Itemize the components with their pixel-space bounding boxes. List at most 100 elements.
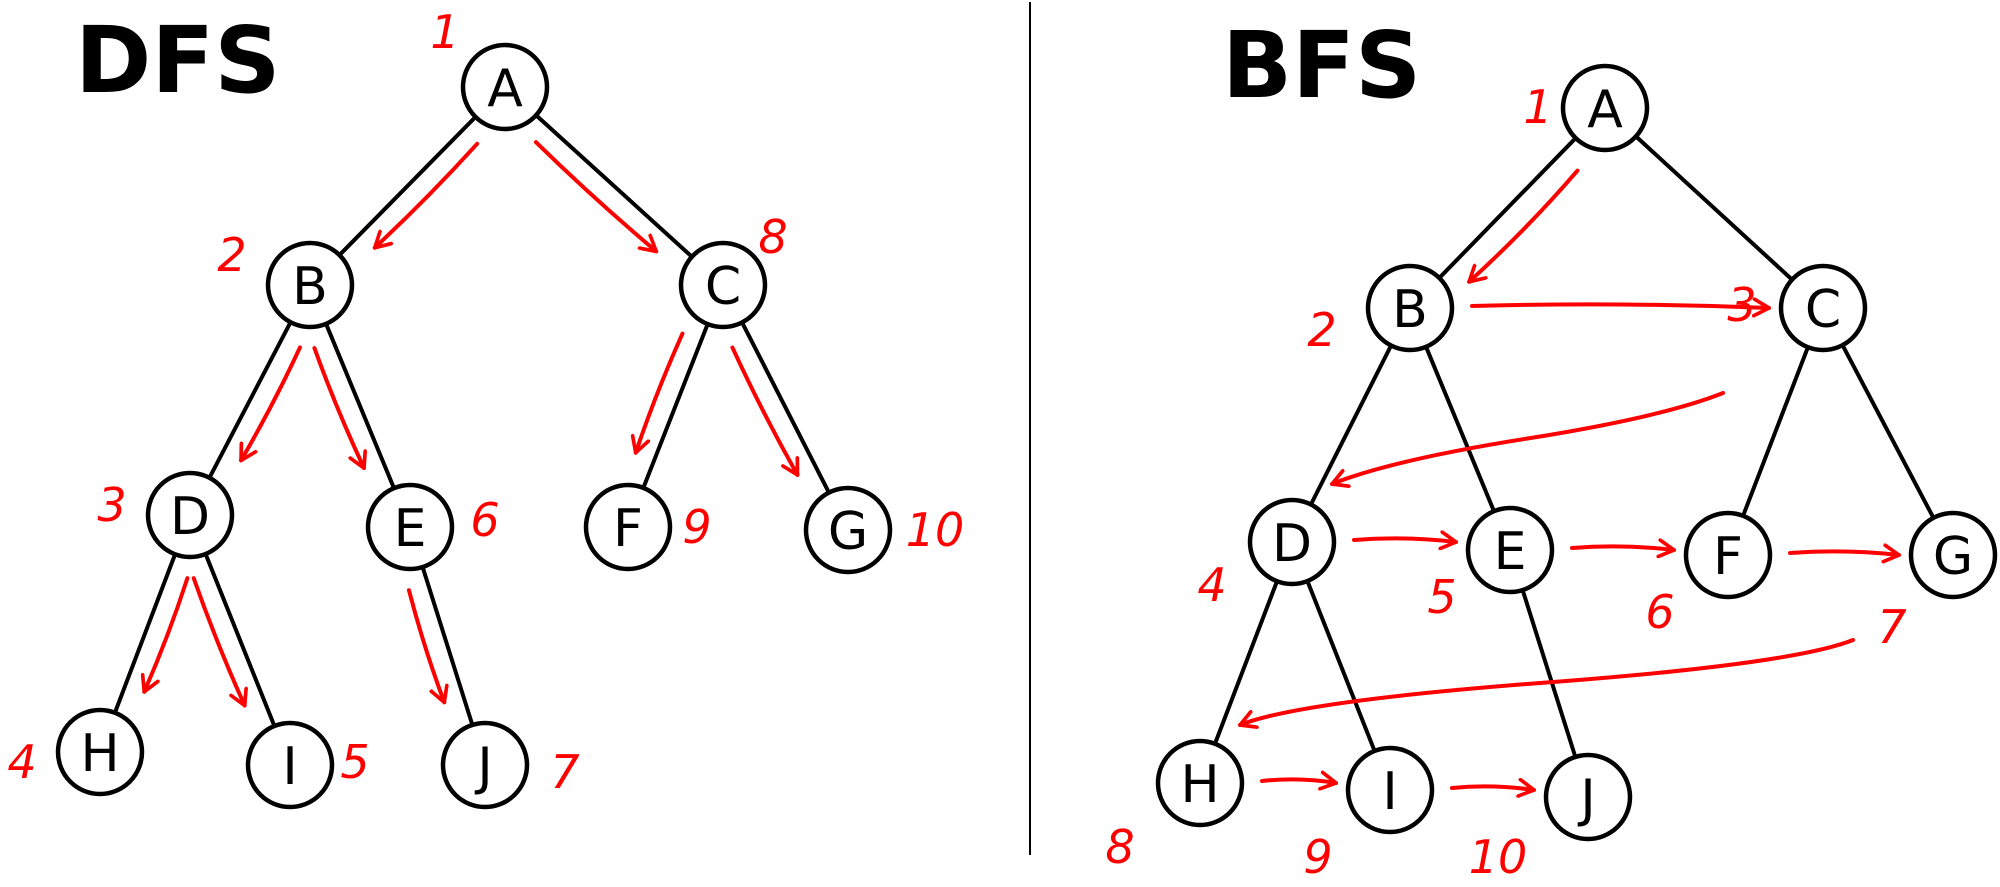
dfs-order-f: 9 xyxy=(682,500,711,554)
dfs-node-label-f: F xyxy=(613,499,643,559)
dfs-node-label-i: I xyxy=(282,737,297,797)
bfs-node-label-g: G xyxy=(1933,527,1973,587)
dfs-nodes: A B C D E F G H I J xyxy=(55,42,893,810)
bfs-order-g: 7 xyxy=(1877,600,1906,654)
bfs-edge-e-j xyxy=(1520,588,1578,759)
dfs-edges xyxy=(112,113,831,729)
bfs-node-circle-c xyxy=(1778,263,1868,353)
dfs-arrow-d-to-i xyxy=(191,576,245,708)
dfs-order-b: 2 xyxy=(217,228,246,282)
bfs-edge-a-c xyxy=(1633,134,1795,282)
bfs-node-label-e: E xyxy=(1494,522,1527,582)
dfs-node-circle-f xyxy=(583,482,673,572)
bfs-node-label-i: I xyxy=(1382,762,1397,822)
dfs-edge-c-f xyxy=(641,322,710,490)
dfs-node-j: J xyxy=(440,720,530,810)
bfs-edge-c-f xyxy=(1741,345,1810,518)
dfs-arrow-a-to-b xyxy=(372,141,480,250)
dfs-node-label-d: D xyxy=(170,487,210,547)
dfs-node-circle-j xyxy=(440,720,530,810)
dfs-node-i: I xyxy=(245,720,335,810)
bfs-node-label-j: J xyxy=(1577,769,1595,829)
bfs-node-h: H xyxy=(1155,738,1245,828)
bfs-traversal-arrows xyxy=(1238,168,1901,790)
bfs-node-label-b: B xyxy=(1392,280,1428,340)
bfs-node-f: F xyxy=(1683,510,1773,600)
bfs-edge-d-h xyxy=(1212,579,1280,746)
bfs-node-circle-j xyxy=(1543,752,1633,842)
dfs-node-circle-e xyxy=(365,482,455,572)
bfs-edge-b-d xyxy=(1308,343,1394,507)
bfs-edge-d-i xyxy=(1305,579,1377,753)
bfs-arrow-i-to-j xyxy=(1450,786,1536,790)
dfs-node-circle-i xyxy=(245,720,335,810)
bfs-edge-b-e xyxy=(1424,344,1496,514)
dfs-edge-a-c xyxy=(534,113,694,259)
dfs-node-e: E xyxy=(365,482,455,572)
dfs-arrow-e-to-j xyxy=(406,588,444,705)
dfs-node-label-j: J xyxy=(474,737,492,797)
bfs-node-b: B xyxy=(1365,263,1455,353)
bfs-arrow-c-to-d xyxy=(1330,391,1725,484)
dfs-node-a: A xyxy=(460,42,550,132)
dfs-arrow-c-to-f xyxy=(636,331,685,455)
dfs-arrow-b-to-e xyxy=(312,346,364,471)
dfs-order-e: 6 xyxy=(470,493,499,547)
dfs-node-b: B xyxy=(265,240,355,330)
bfs-node-circle-b xyxy=(1365,263,1455,353)
dfs-title: DFS xyxy=(75,7,280,114)
dfs-order-a: 1 xyxy=(430,5,459,59)
dfs-node-f: F xyxy=(583,482,673,572)
bfs-node-circle-h xyxy=(1155,738,1245,828)
bfs-arrow-f-to-g xyxy=(1788,551,1901,555)
bfs-node-circle-a xyxy=(1560,63,1650,153)
bfs-order-i: 9 xyxy=(1303,830,1332,884)
dfs-order-j: 7 xyxy=(550,745,579,799)
bfs-node-e: E xyxy=(1465,505,1555,595)
bfs-order-d: 4 xyxy=(1197,558,1226,612)
dfs-order-g: 10 xyxy=(906,503,965,557)
dfs-order-h: 4 xyxy=(7,735,36,789)
bfs-order-c: 3 xyxy=(1727,278,1756,332)
bfs-node-c: C xyxy=(1778,263,1868,353)
dfs-node-circle-b xyxy=(265,240,355,330)
bfs-edge-a-b xyxy=(1437,136,1578,280)
dfs-edge-c-g xyxy=(740,320,831,495)
dfs-edge-e-j xyxy=(420,565,475,727)
dfs-edge-b-e xyxy=(324,321,396,491)
bfs-node-label-h: H xyxy=(1180,755,1219,815)
bfs-edge-c-g xyxy=(1840,343,1936,520)
bfs-node-label-f: F xyxy=(1713,527,1743,587)
dfs-node-circle-c xyxy=(678,240,768,330)
bfs-node-circle-i xyxy=(1345,745,1435,835)
bfs-arrow-b-to-c xyxy=(1470,304,1771,308)
bfs-arrow-a-to-b xyxy=(1467,168,1580,284)
dfs-arrow-a-to-c xyxy=(533,140,659,254)
bfs-arrow-h-to-i xyxy=(1260,779,1338,783)
dfs-node-label-g: G xyxy=(828,502,868,562)
dfs-arrow-d-to-h xyxy=(144,576,190,694)
dfs-node-label-e: E xyxy=(394,499,427,559)
bfs-order-b: 2 xyxy=(1307,303,1336,357)
dfs-node-c: C xyxy=(678,240,768,330)
bfs-node-label-a: A xyxy=(1587,80,1623,140)
bfs-arrow-g-to-h xyxy=(1238,638,1855,725)
bfs-order-e: 5 xyxy=(1427,570,1456,624)
dfs-traversal-arrows xyxy=(144,140,800,708)
bfs-node-j: J xyxy=(1543,752,1633,842)
dfs-order-d: 3 xyxy=(97,478,126,532)
bfs-order-a: 1 xyxy=(1523,80,1552,134)
dfs-arrow-b-to-d xyxy=(239,345,302,463)
bfs-order-f: 6 xyxy=(1645,585,1674,639)
bfs-node-d: D xyxy=(1247,497,1337,587)
dfs-node-h: H xyxy=(55,707,145,797)
bfs-node-circle-f xyxy=(1683,510,1773,600)
bfs-node-i: I xyxy=(1345,745,1435,835)
dfs-node-circle-a xyxy=(460,42,550,132)
dfs-edge-d-i xyxy=(203,551,277,729)
